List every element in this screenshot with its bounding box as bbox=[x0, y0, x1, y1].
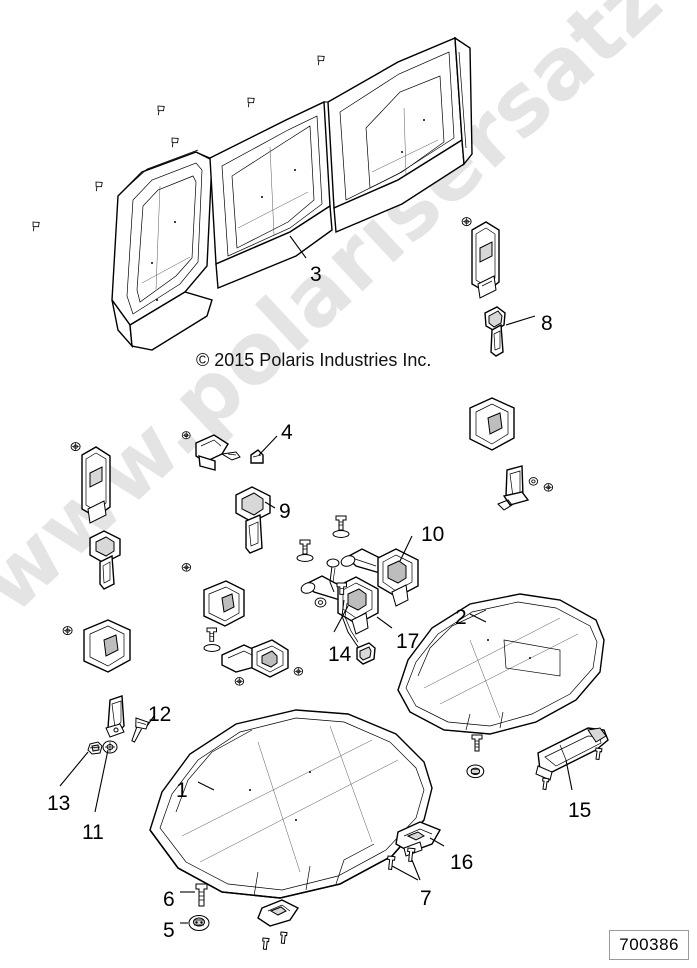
callout-1: 1 bbox=[176, 779, 188, 802]
part-12-screw bbox=[131, 715, 155, 743]
part-bracket-blade-left bbox=[105, 695, 125, 738]
callout-2: 2 bbox=[455, 606, 467, 629]
part-2-seat-bottom-passenger bbox=[397, 593, 605, 735]
part-4-cap-plug bbox=[250, 435, 278, 464]
part-bracket-right bbox=[497, 465, 554, 511]
fastener-cluster-bottom-center bbox=[257, 899, 300, 950]
callout-4: 4 bbox=[281, 421, 293, 444]
callout-15: 15 bbox=[568, 799, 592, 822]
part-bracket-small-left bbox=[181, 431, 241, 471]
part-10-buckle-assembly-right bbox=[340, 535, 419, 607]
fastener-cluster-center bbox=[181, 515, 350, 686]
part-belt-tower-left bbox=[70, 442, 111, 524]
part-belt-tower-upper-right bbox=[461, 217, 500, 299]
part-11-washer bbox=[94, 740, 118, 813]
part-14-buckle-assembly-left bbox=[300, 558, 393, 665]
part-belt-buckle-left-mid bbox=[89, 530, 121, 590]
part-7-rivets bbox=[387, 847, 421, 881]
part-15-latch-bracket bbox=[535, 727, 609, 791]
part-5-flange-nut bbox=[180, 915, 210, 931]
copyright-notice: © 2015 Polaris Industries Inc. bbox=[196, 350, 432, 370]
callout-7: 7 bbox=[420, 887, 432, 910]
part-9-belt-buckle bbox=[235, 486, 276, 554]
part-8-latch-plate bbox=[484, 306, 536, 357]
fastener-cluster-under-seat-2 bbox=[466, 734, 485, 779]
callout-13: 13 bbox=[47, 792, 71, 815]
callout-14: 14 bbox=[328, 643, 352, 666]
callout-3: 3 bbox=[310, 263, 322, 286]
callout-16: 16 bbox=[450, 851, 474, 874]
part-retractor-right bbox=[469, 397, 515, 451]
callout-6: 6 bbox=[163, 888, 175, 911]
callout-9: 9 bbox=[279, 500, 291, 523]
callout-8: 8 bbox=[541, 312, 553, 335]
part-seat-back-assembly bbox=[111, 36, 473, 351]
part-6-bolt bbox=[180, 883, 208, 907]
callout-10: 10 bbox=[421, 523, 445, 546]
callout-12: 12 bbox=[148, 703, 172, 726]
callout-5: 5 bbox=[163, 919, 175, 942]
fastener-cluster-top bbox=[32, 55, 325, 232]
callout-17: 17 bbox=[396, 630, 420, 653]
part-belt-retractor-left bbox=[62, 619, 131, 673]
part-17-connector bbox=[356, 642, 376, 665]
part-number-box: 700386 bbox=[609, 930, 689, 960]
callout-11: 11 bbox=[82, 821, 104, 844]
part-number-value: 700386 bbox=[619, 935, 679, 954]
part-13-cap-nut bbox=[59, 741, 103, 787]
